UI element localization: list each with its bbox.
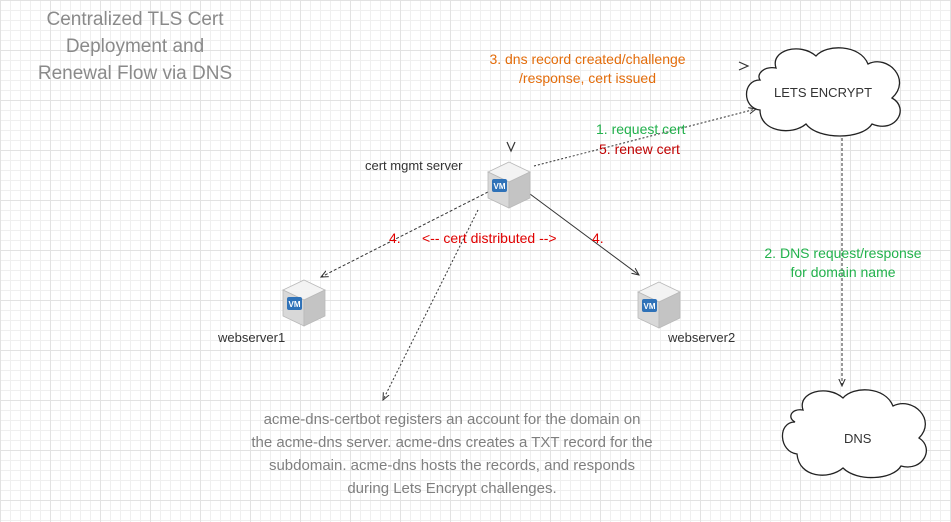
step3-line2: /response, cert issued — [519, 70, 656, 86]
step1-label: 1. request cert — [596, 121, 686, 137]
distribute-ws1-connector — [321, 191, 489, 277]
cert-server-vm-icon: VM — [484, 160, 534, 215]
acme-dns-note: acme-dns-certbot registers an account fo… — [222, 408, 682, 500]
cert-server-label: cert mgmt server — [365, 158, 463, 173]
dns-cloud — [781, 389, 927, 479]
note-line2: the acme-dns server. acme-dns creates a … — [251, 434, 653, 451]
cert-server-arrowhead — [506, 141, 516, 153]
step3-label: 3. dns record created/challenge /respons… — [470, 50, 705, 88]
webserver1-vm-icon: VM — [279, 278, 329, 333]
step3-line1: 3. dns record created/challenge — [489, 51, 686, 67]
step4-left-label: 4. — [389, 230, 401, 246]
note-line3: subdomain. acme-dns hosts the records, a… — [268, 457, 636, 474]
note-line1: acme-dns-certbot registers an account fo… — [263, 411, 641, 428]
request-cert-connector — [533, 109, 756, 167]
step2-label: 2. DNS request/response for domain name — [750, 244, 936, 282]
note-line4: during Lets Encrypt challenges. — [347, 480, 557, 497]
step5-label: 5. renew cert — [599, 141, 680, 157]
webserver2-label: webserver2 — [668, 330, 736, 345]
dns-label: DNS — [844, 431, 872, 446]
lets-encrypt-cloud — [746, 47, 901, 137]
webserver1-label: webserver1 — [218, 330, 286, 345]
step4-right-label: 4. — [592, 230, 604, 246]
step3-arrowhead — [738, 61, 750, 71]
diagram-title: Centralized TLS Cert Deployment and Rene… — [37, 9, 233, 84]
webserver2-vm-icon: VM — [634, 280, 684, 335]
note-connector — [383, 209, 479, 400]
svg-text:VM: VM — [494, 182, 506, 191]
step2-line1: 2. DNS request/response — [764, 245, 922, 261]
lets-encrypt-label: LETS ENCRYPT — [774, 85, 873, 100]
distribute-ws2-connector — [529, 193, 639, 275]
svg-text:VM: VM — [289, 300, 301, 309]
step2-line2: for domain name — [790, 264, 896, 280]
step4-middle-label: <-- cert distributed --> — [422, 230, 557, 246]
svg-text:VM: VM — [644, 302, 656, 311]
